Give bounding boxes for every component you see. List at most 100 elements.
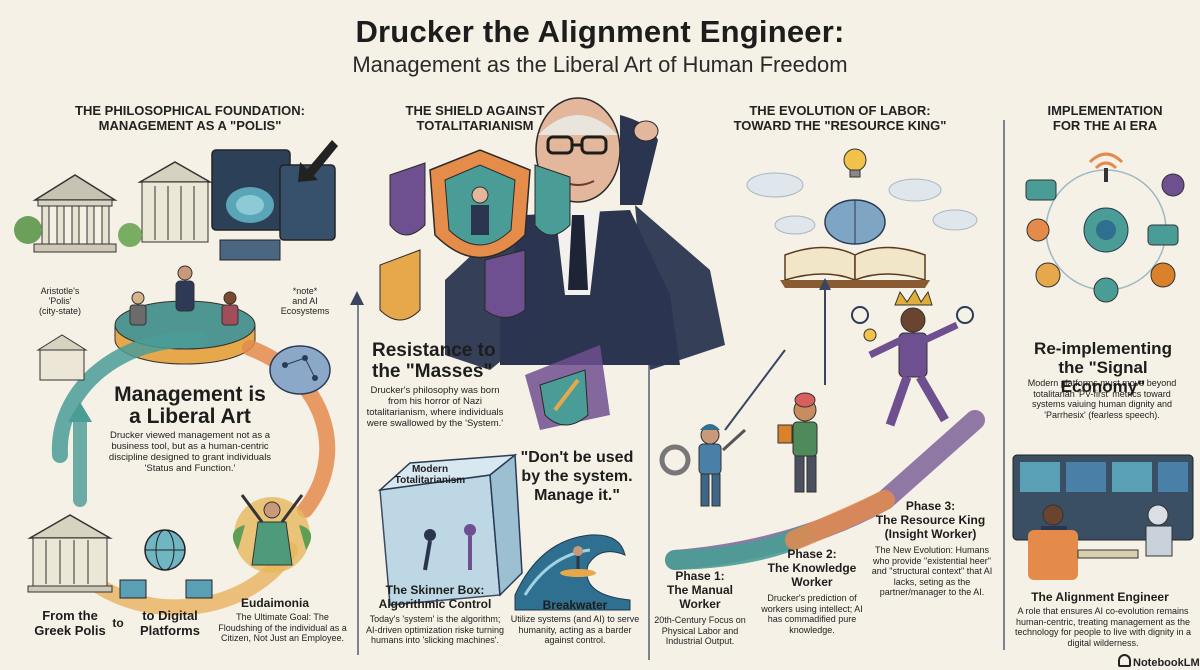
col3-heading: THE EVOLUTION OF LABOR: TOWARD THE "RESO…	[725, 103, 955, 133]
resistance-heading: Resistance to the "Masses"	[372, 340, 522, 382]
cloud-icons	[746, 172, 978, 235]
notebooklm-logo-text: NotebookLM	[1133, 657, 1200, 669]
phase3-title-1: Phase 3:	[905, 499, 956, 513]
signal-economy-body: Modern platforms must move beyond totali…	[1027, 378, 1177, 420]
skinner-box-body: Today's 'system' is the algorithm; AI-dr…	[365, 614, 505, 645]
greek-polis-icon	[27, 334, 113, 593]
temple-icon-2	[137, 161, 213, 243]
alignment-engineer-scene	[1012, 454, 1194, 580]
col1-heading-line2: MANAGEMENT AS A "POLIS"	[98, 118, 282, 133]
phase1-title-3: Worker	[679, 597, 721, 611]
aristotle-label: Aristotle's 'Polis' (city-state)	[30, 286, 90, 316]
box-label-1: Modern	[411, 464, 449, 475]
col3-illustration	[659, 148, 985, 570]
aristotle-label-2: 'Polis'	[48, 296, 72, 306]
phase1-body: 20th-Century Focus on Physical Labor and…	[654, 615, 746, 646]
phase3-title: Phase 3: The Resource King (Insight Work…	[868, 499, 993, 541]
alignment-engineer-title: The Alignment Engineer	[1031, 590, 1169, 604]
divider-1	[357, 300, 359, 655]
skinner-box-icon	[377, 453, 523, 606]
col1-heading-line1: THE PHILOSOPHICAL FOUNDATION:	[75, 103, 305, 118]
divider-3	[1003, 120, 1005, 650]
lightbulb-icon	[843, 148, 867, 178]
resistance-heading-2: the "Masses"	[372, 361, 493, 382]
eudaimonia-figure-icon	[232, 494, 312, 573]
cursor-arrow-icon	[298, 140, 338, 182]
drucker-portrait	[445, 97, 725, 370]
modern-totalitarianism-label: Modern Totalitarianism	[385, 464, 475, 486]
from-label-1: From the	[42, 608, 98, 623]
breakwater-title: Breakwater	[542, 598, 608, 612]
globe-icon	[119, 529, 213, 599]
col4-heading-line2: FOR THE AI ERA	[1052, 118, 1158, 133]
col4-heading: IMPLEMENTATION FOR THE AI ERA	[1030, 103, 1180, 133]
digital-platforms-label: to Digital Platforms	[125, 608, 215, 638]
to-label: to	[112, 616, 124, 630]
phase2-title-3: Worker	[791, 575, 833, 589]
note-label-1: *note*	[292, 286, 318, 296]
ai-ecosystems-label: *note* and AI Ecosystems	[270, 286, 340, 316]
skinner-title-2: Algorithmic Control	[378, 597, 492, 611]
wave-surfer-icon	[514, 534, 631, 611]
phase1-title-1: Phase 1:	[675, 569, 725, 583]
page-subtitle: Management as the Liberal Art of Human F…	[352, 52, 848, 77]
notebooklm-logo-icon	[1118, 654, 1131, 667]
col2-heading: THE SHIELD AGAINST TOTALITARIANISM	[380, 103, 570, 133]
resistance-body: Drucker's philosophy was born from his h…	[366, 385, 504, 429]
breakwater-body: Utilize systems (and AI) to serve humani…	[510, 614, 640, 645]
liberal-art-heading-2: a Liberal Art	[129, 405, 251, 428]
quote-line-2: by the system.	[521, 468, 633, 485]
col4-illustration	[1012, 152, 1194, 580]
phase2-title-2: The Knowledge	[767, 561, 857, 575]
page-title: Drucker the Alignment Engineer:	[355, 14, 845, 49]
col1-heading: THE PHILOSOPHICAL FOUNDATION: MANAGEMENT…	[70, 103, 310, 133]
notebooklm-logo: NotebookLM	[1118, 654, 1200, 669]
phase3-title-3: (Insight Worker)	[884, 527, 977, 541]
col1-illustration	[14, 140, 338, 616]
from-label-2: Greek Polis	[34, 623, 106, 638]
alignment-engineer-body: A role that ensures AI co-evolution rema…	[1014, 606, 1192, 648]
skinner-title-1: The Skinner Box:	[385, 583, 485, 597]
liberal-art-heading-1: Management is	[114, 383, 266, 406]
phase1-title-2: The Manual	[666, 583, 733, 597]
col2-illustration	[350, 97, 725, 611]
aristotle-label-3: (city-state)	[38, 306, 81, 316]
from-greek-polis: From the Greek Polis	[20, 608, 120, 638]
phase3-title-2: The Resource King	[875, 513, 986, 527]
resource-king-icon	[851, 289, 974, 427]
col3-heading-line2: TOWARD THE "RESOURCE KING"	[733, 118, 947, 133]
note-label-2: and AI	[292, 296, 318, 306]
col3-heading-line1: THE EVOLUTION OF LABOR:	[749, 103, 931, 118]
phase2-title-1: Phase 2:	[787, 547, 837, 561]
phase2-body: Drucker's prediction of workers using in…	[761, 593, 863, 635]
eudaimonia-body: The Ultimate Goal: The Floudshing of the…	[218, 612, 347, 643]
shield-icon	[379, 149, 571, 321]
signal-heading-2: the "Signal Economy"	[1058, 358, 1148, 396]
phase1-title: Phase 1: The Manual Worker	[660, 569, 740, 611]
open-book-icon	[780, 199, 930, 288]
brain-network-icon	[269, 345, 331, 395]
quote-line-3: Manage it."	[534, 487, 620, 504]
phase2-title: Phase 2: The Knowledge Worker	[757, 547, 867, 589]
phase3-body: The New Evolution: Humans who provide "e…	[871, 545, 993, 597]
signal-economy-heading: Re-implementing the "Signal Economy"	[1018, 339, 1188, 396]
dont-be-used-quote: "Don't be used by the system. Manage it.…	[508, 448, 646, 505]
eudaimonia-title: Eudaimonia	[240, 596, 309, 610]
digital-label-2: Platforms	[140, 623, 200, 638]
signal-network-icon	[1025, 152, 1185, 303]
box-label-2: Totalitarianism	[394, 475, 466, 486]
note-label-3: Ecosystems	[280, 306, 330, 316]
digital-label-1: to Digital	[142, 608, 198, 623]
people-icon	[129, 265, 239, 326]
col4-heading-line1: IMPLEMENTATION	[1047, 103, 1163, 118]
quote-line-1: "Don't be used	[520, 449, 634, 466]
col2-heading-line2: TOTALITARIANISM	[416, 118, 534, 133]
knowledge-worker-icon	[777, 392, 818, 493]
skinner-box-title: The Skinner Box: Algorithmic Control	[365, 583, 505, 611]
aristotle-label-1: Aristotle's	[40, 286, 80, 296]
liberal-art-heading: Management is a Liberal Art	[95, 384, 285, 428]
liberal-art-body: Drucker viewed management not as a busin…	[108, 430, 272, 474]
signal-heading-1: Re-implementing	[1034, 339, 1172, 358]
resistance-heading-1: Resistance to	[372, 340, 496, 361]
col2-heading-line1: THE SHIELD AGAINST	[405, 103, 545, 118]
